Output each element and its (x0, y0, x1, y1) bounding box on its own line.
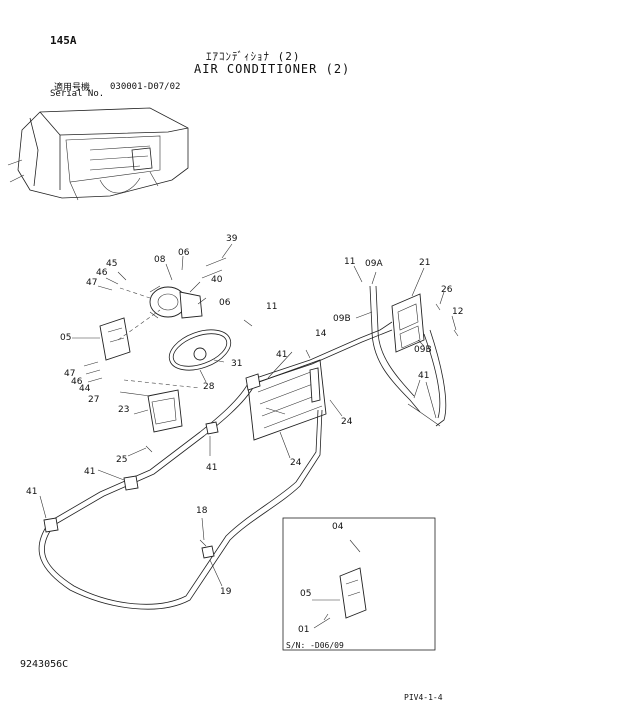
serial-label-japanese: 適用号機 (54, 83, 91, 93)
callout-24a: 24 (341, 417, 353, 427)
serial-range: 030001-D07/02 (110, 82, 181, 92)
callout-27: 27 (88, 395, 99, 405)
callout-23: 23 (118, 405, 129, 415)
callout-28: 28 (203, 382, 215, 392)
callout-25: 25 (116, 455, 127, 465)
callout-labels: 06 08 39 45 46 47 40 06 05 11 14 31 41 4… (26, 234, 463, 635)
callout-24b: 24 (290, 458, 302, 468)
fasteners (83, 257, 459, 547)
callout-12: 12 (452, 307, 463, 317)
callout-08: 08 (154, 255, 166, 265)
callout-39: 39 (226, 234, 238, 244)
bracket-05 (99, 317, 131, 361)
callout-05b: 05 (300, 589, 311, 599)
cab-overview-illustration (7, 107, 189, 201)
callout-41c: 41 (206, 463, 217, 473)
callout-09a: 09A (365, 259, 383, 269)
cover-23 (147, 389, 183, 433)
callout-19: 19 (220, 587, 232, 597)
callout-14: 14 (315, 329, 327, 339)
callout-05a: 05 (60, 333, 71, 343)
sheet-reference: PIV4-1-4 (404, 693, 443, 702)
callout-26: 26 (441, 285, 453, 295)
figure-code: 9243056C (20, 659, 69, 670)
leader-lines (39, 243, 457, 587)
callout-06b: 06 (219, 298, 231, 308)
callout-18: 18 (196, 506, 208, 516)
inset-box (282, 517, 436, 651)
callout-47b: 47 (64, 369, 75, 379)
callout-11a: 11 (266, 302, 277, 312)
callout-41a: 41 (276, 350, 287, 360)
serial-label: Serial No. (50, 89, 105, 99)
compressor (149, 285, 203, 319)
refrigerant-hoses (38, 285, 447, 610)
callout-04: 04 (332, 522, 344, 532)
callout-11b: 11 (344, 257, 355, 267)
callout-40: 40 (211, 275, 223, 285)
callout-45: 45 (106, 259, 117, 269)
callout-21: 21 (419, 258, 430, 268)
air-conditioner-unit-21 (391, 293, 425, 353)
callout-46a: 46 (96, 268, 108, 278)
inset-serial-note: S/N: -D06/09 (286, 641, 344, 650)
callout-41e: 41 (418, 371, 429, 381)
callout-31: 31 (231, 359, 242, 369)
callout-09b-2: 09B (414, 345, 432, 355)
callout-01: 01 (298, 625, 309, 635)
callout-09b-1: 09B (333, 314, 351, 324)
callout-06a: 06 (178, 248, 190, 258)
drive-belt (168, 329, 232, 371)
title-japanese: ｴｱｺﾝﾃﾞｨｼｮﾅ (2) (206, 50, 301, 63)
inset-parts (312, 539, 367, 629)
condenser (247, 359, 327, 441)
callout-44: 44 (79, 384, 91, 394)
callout-41d: 41 (26, 487, 37, 497)
callout-46b: 46 (71, 377, 83, 387)
page-number: 145A (50, 34, 77, 47)
callout-47a: 47 (86, 278, 97, 288)
callout-41b: 41 (84, 467, 95, 477)
page-title: AIR CONDITIONER (2) (194, 62, 351, 76)
